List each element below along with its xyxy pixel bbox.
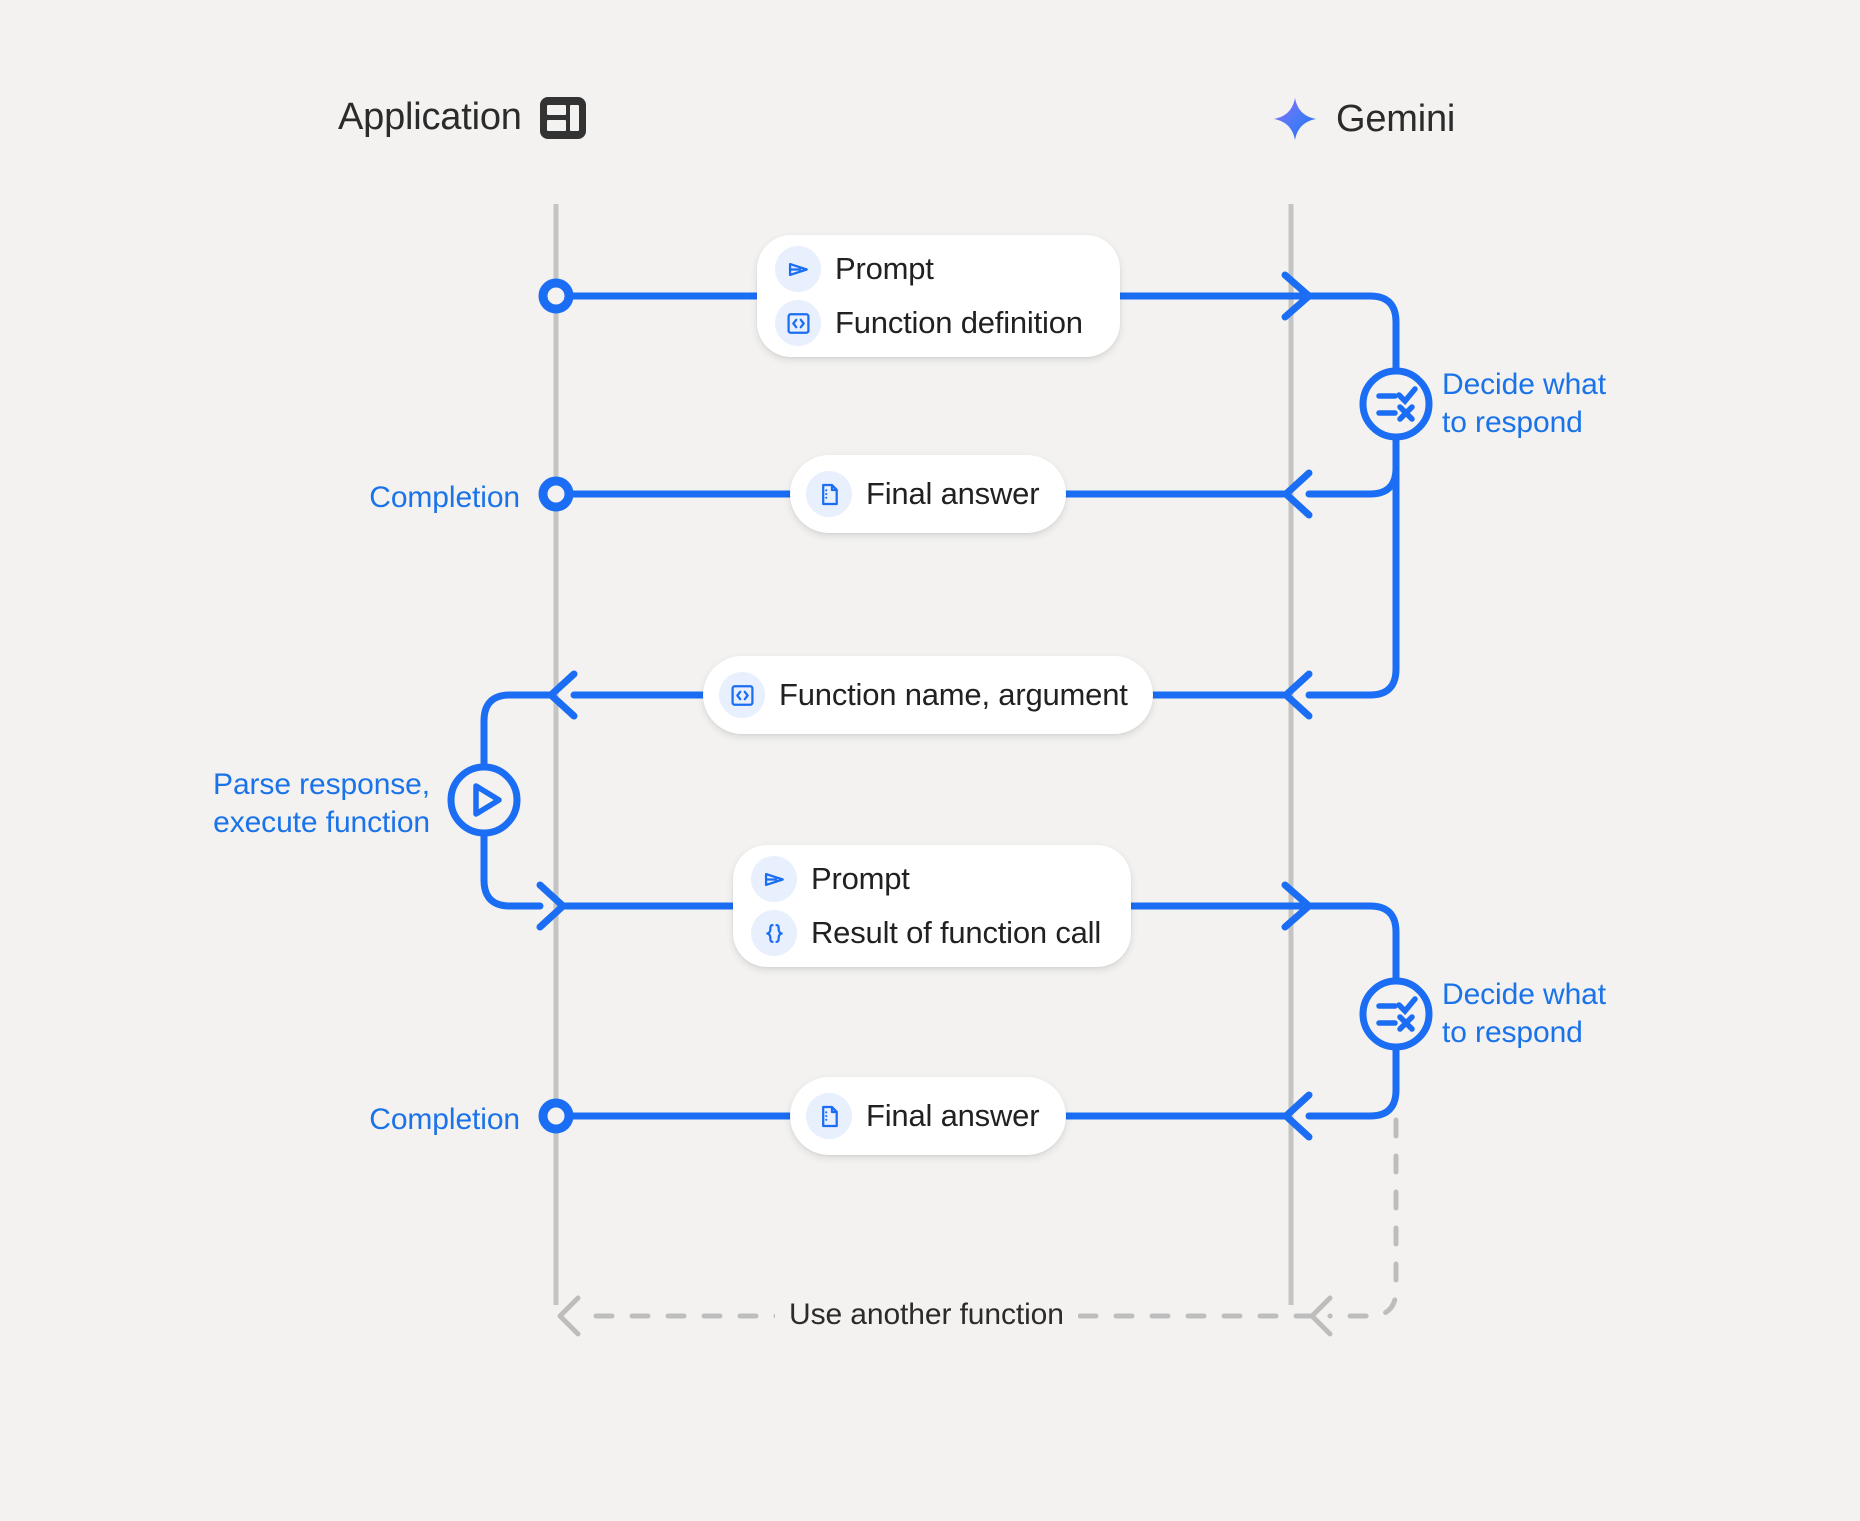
annotation-line: to respond [1442, 1016, 1583, 1050]
flow-prompt-to-gemini [538, 271, 1400, 386]
message-bubble-prompt-function-definition[interactable]: Prompt Function definition [757, 235, 1120, 357]
message-bubble-prompt-result-of-function-call[interactable]: Prompt Result of function call [733, 845, 1131, 967]
bubble-label: Function name, argument [779, 677, 1128, 713]
document-icon [806, 1093, 852, 1139]
curly-braces-icon [751, 910, 797, 956]
annotation-line: Decide what [1442, 368, 1606, 401]
message-bubble-final-answer-1[interactable]: Final answer [790, 455, 1066, 533]
decide-node-2 [1359, 977, 1433, 1051]
annotation-completion-1: Completion [369, 481, 520, 514]
bubble-row: Result of function call [751, 910, 1101, 956]
bubble-label: Final answer [866, 1098, 1040, 1134]
bubble-label: Prompt [811, 861, 910, 897]
annotation-line: Decide what [1442, 978, 1606, 1011]
completion-node-1 [538, 476, 574, 512]
lane-title-gemini: Gemini [1336, 97, 1456, 140]
annotation-decide-1: Decide what to respond [1442, 366, 1606, 443]
bubble-row: Prompt [751, 856, 1101, 902]
annotation-line: to respond [1442, 406, 1583, 440]
message-bubble-final-answer-2[interactable]: Final answer [790, 1077, 1066, 1155]
annotation-parse-execute: Parse response, execute function [0, 766, 430, 843]
bubble-label: Result of function call [811, 915, 1102, 951]
code-brackets-box-icon [775, 300, 821, 346]
flow-final-answer-2 [538, 1043, 1400, 1141]
flow-final-answer-1 [538, 433, 1400, 519]
code-brackets-box-icon [719, 672, 765, 718]
decide-node-1 [1359, 367, 1433, 441]
bubble-label: Prompt [835, 251, 934, 287]
annotation-line: execute function [213, 806, 430, 840]
origin-node-prompt [538, 278, 574, 314]
loop-back-label: Use another function [775, 1298, 1078, 1332]
annotation-completion-2: Completion [369, 1103, 520, 1136]
annotation-line: Parse response, [213, 768, 430, 801]
lane-title-application: Application [338, 96, 522, 138]
flow-function-call [480, 433, 1400, 772]
bubble-row: Function definition [775, 300, 1090, 346]
flow-result-to-gemini [480, 829, 1400, 996]
bubble-row: Final answer [806, 471, 1040, 517]
send-prompt-icon [775, 246, 821, 292]
bubble-label: Final answer [866, 476, 1040, 512]
lane-header-application: Application [338, 96, 586, 139]
app-layout-icon [539, 96, 586, 139]
completion-node-2 [538, 1098, 574, 1134]
send-prompt-icon [751, 856, 797, 902]
gemini-sparkle-icon [1272, 96, 1318, 142]
message-bubble-function-name-argument[interactable]: Function name, argument [703, 656, 1153, 734]
parse-execute-node [447, 763, 521, 837]
bubble-row: Function name, argument [719, 672, 1128, 718]
bubble-row: Final answer [806, 1093, 1040, 1139]
bubble-row: Prompt [775, 246, 1090, 292]
lane-header-gemini: Gemini [1272, 96, 1455, 142]
annotation-decide-2: Decide what to respond [1442, 976, 1606, 1053]
document-icon [806, 471, 852, 517]
bubble-label: Function definition [835, 305, 1083, 341]
